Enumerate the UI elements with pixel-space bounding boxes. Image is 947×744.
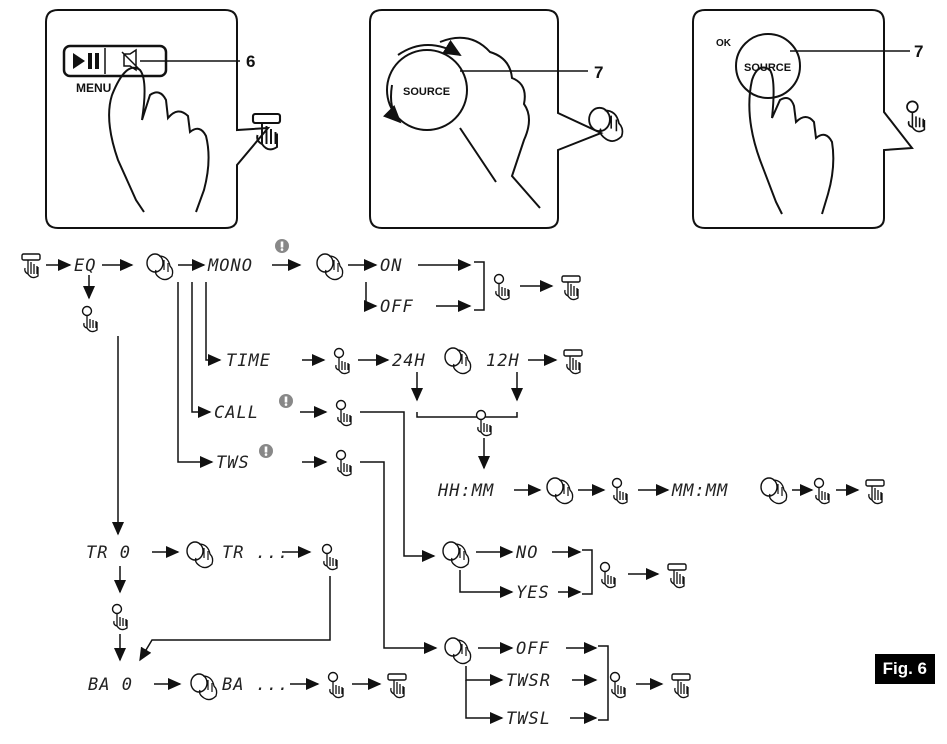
lcd-eq: EQ [74, 256, 96, 276]
knob-press-icon [906, 100, 926, 133]
lcd-12h: 12H [486, 351, 520, 371]
lcd-tws-off: OFF [516, 639, 550, 659]
knob-press-icon [599, 561, 616, 589]
lcd-twsl: TWSL [506, 709, 551, 729]
knob-rotate-icon [760, 477, 788, 505]
lcd-24h: 24H [392, 351, 426, 371]
knob-rotate-icon [546, 477, 574, 505]
knob-press-icon [335, 449, 352, 477]
lcd-yes: YES [516, 583, 550, 603]
knob-press-icon [321, 543, 338, 571]
lcd-twsr: TWSR [506, 671, 551, 691]
lcd-tr-dots: TR ... [222, 543, 289, 563]
panel-knob-press: OK SOURCE 7 [692, 9, 926, 229]
knob-press-icon [335, 399, 352, 427]
menu-press-icon [387, 673, 407, 699]
menu-press-icon [561, 275, 581, 301]
lcd-ba0: BA 0 [88, 675, 133, 695]
warning-icon [275, 239, 289, 253]
menu-label: MENU [76, 81, 111, 95]
lcd-off: OFF [380, 297, 414, 317]
lcd-on: ON [380, 256, 402, 276]
knob-press-icon [475, 409, 492, 437]
knob-press-icon [333, 347, 350, 375]
lcd-mmmm: MM:MM [671, 481, 728, 501]
knob-press-icon [327, 671, 344, 699]
callout-6: 6 [246, 52, 255, 71]
knob-rotate-icon [316, 253, 344, 281]
knob-press-icon [493, 273, 510, 301]
figure-label: Fig. 6 [874, 654, 935, 684]
lcd-ba-dots: BA ... [222, 675, 289, 695]
lcd-tr0: TR 0 [86, 543, 131, 563]
lcd-call: CALL [214, 403, 259, 423]
knob-press-icon [609, 671, 626, 699]
knob-press-icon [81, 305, 98, 333]
lcd-hhmm: HH:MM [437, 481, 494, 501]
ok-label: OK [716, 38, 732, 49]
lcd-no: NO [515, 543, 538, 563]
knob-press-icon [813, 477, 830, 505]
knob-press-icon [611, 477, 628, 505]
knob-rotate-icon [190, 673, 218, 701]
knob-rotate-icon [442, 541, 470, 569]
menu-press-icon [671, 673, 691, 699]
menu-press-icon [21, 253, 41, 279]
knob-rotate-icon [444, 347, 472, 375]
lcd-time: TIME [226, 351, 271, 371]
menu-press-icon [865, 479, 885, 505]
callout-7-a: 7 [594, 63, 603, 82]
warning-icon [259, 444, 273, 458]
warning-icon [279, 394, 293, 408]
knob-press-icon [111, 603, 128, 631]
knob-rotate-icon [186, 541, 214, 569]
callout-7-b: 7 [914, 42, 923, 61]
panel-knob-rotate: SOURCE 7 [369, 9, 624, 229]
knob-source-label: SOURCE [403, 86, 450, 98]
knob-rotate-icon [444, 637, 472, 665]
knob-rotate-icon [146, 253, 174, 281]
menu-press-icon [563, 349, 583, 375]
panel-menu-button: MENU 6 [45, 9, 282, 229]
menu-press-icon [667, 563, 687, 589]
lcd-mono: MONO [207, 256, 253, 276]
lcd-tws: TWS [216, 453, 250, 473]
